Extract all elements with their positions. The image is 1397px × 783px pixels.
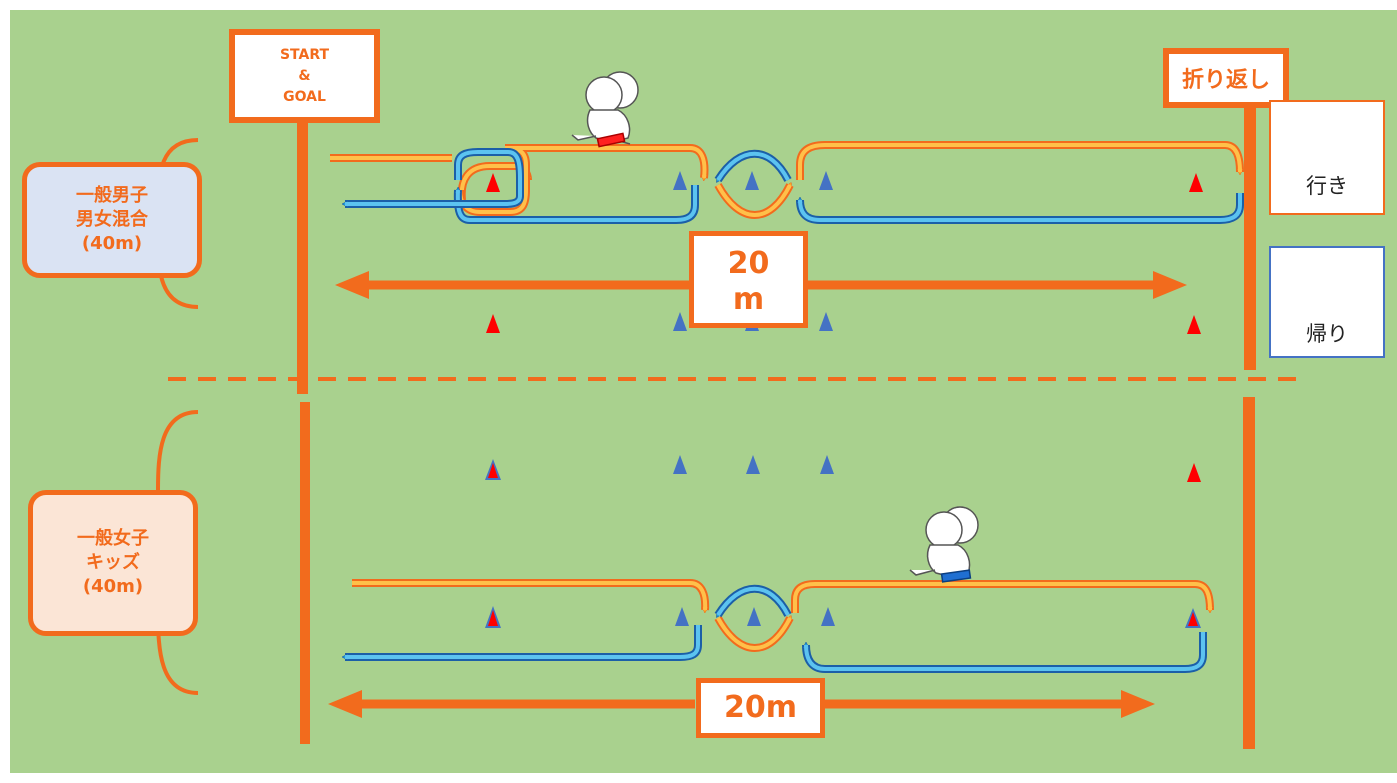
cone-blue <box>673 455 687 474</box>
cone-red <box>488 463 498 478</box>
category-bottom-line2: キッズ <box>86 552 140 573</box>
cone-blue <box>819 312 833 331</box>
legend-return-label: 帰り <box>1306 322 1348 346</box>
category-top-line2: 男女混合 <box>76 209 148 230</box>
cone-red <box>1187 463 1201 482</box>
cone-blue <box>673 171 687 190</box>
cone-red <box>486 173 500 192</box>
return-route-top <box>345 148 1244 224</box>
cones <box>485 171 1203 628</box>
runner-top <box>571 71 639 148</box>
start-goal-line3: GOAL <box>283 88 326 105</box>
cone-red <box>1187 315 1201 334</box>
runner-bottom <box>909 506 979 583</box>
category-label-top: 一般男子 男女混合 (40m) <box>22 162 202 278</box>
start-post-top <box>297 118 308 394</box>
outbound-route-bottom <box>352 579 1214 652</box>
start-post-bottom <box>300 402 310 744</box>
cone-blue <box>673 312 687 331</box>
distance-bottom-text: 20m <box>723 690 797 725</box>
cone-red <box>1188 612 1198 626</box>
cone-blue <box>820 455 834 474</box>
distance-label-bottom: 20m <box>696 678 825 738</box>
course-field <box>10 10 1397 773</box>
cone-red <box>1189 173 1203 192</box>
legend-return: 帰り <box>1269 246 1385 358</box>
cone-blue <box>747 607 761 626</box>
legend-outbound: 行き <box>1269 100 1385 215</box>
cone-blue <box>821 607 835 626</box>
cone-blue <box>746 455 760 474</box>
turn-sign-label: 折り返し <box>1181 68 1270 93</box>
distance-top-unit: m <box>732 282 765 317</box>
turn-post-bottom <box>1243 397 1255 749</box>
start-goal-line2: & <box>298 67 311 84</box>
cone-red <box>488 610 498 626</box>
cone-blue <box>819 171 833 190</box>
cone-blue <box>745 171 759 190</box>
outbound-route-top <box>330 141 1244 219</box>
start-goal-sign: START & GOAL <box>229 29 380 123</box>
start-goal-line1: START <box>279 46 330 63</box>
distance-label-top: 20 m <box>689 231 808 328</box>
category-top-line3: (40m) <box>81 233 143 254</box>
category-bottom-line1: 一般女子 <box>77 528 149 549</box>
distance-top-number: 20 <box>727 246 770 281</box>
category-label-bottom: 一般女子 キッズ (40m) <box>28 490 198 636</box>
legend-outbound-label: 行き <box>1306 174 1348 198</box>
cone-blue <box>675 607 689 626</box>
turn-post-top <box>1244 104 1256 370</box>
category-bottom-line3: (40m) <box>82 576 144 597</box>
return-route-bottom <box>345 584 1207 673</box>
turn-sign: 折り返し <box>1163 48 1289 108</box>
category-top-line1: 一般男子 <box>76 185 148 206</box>
cone-red <box>486 314 500 333</box>
